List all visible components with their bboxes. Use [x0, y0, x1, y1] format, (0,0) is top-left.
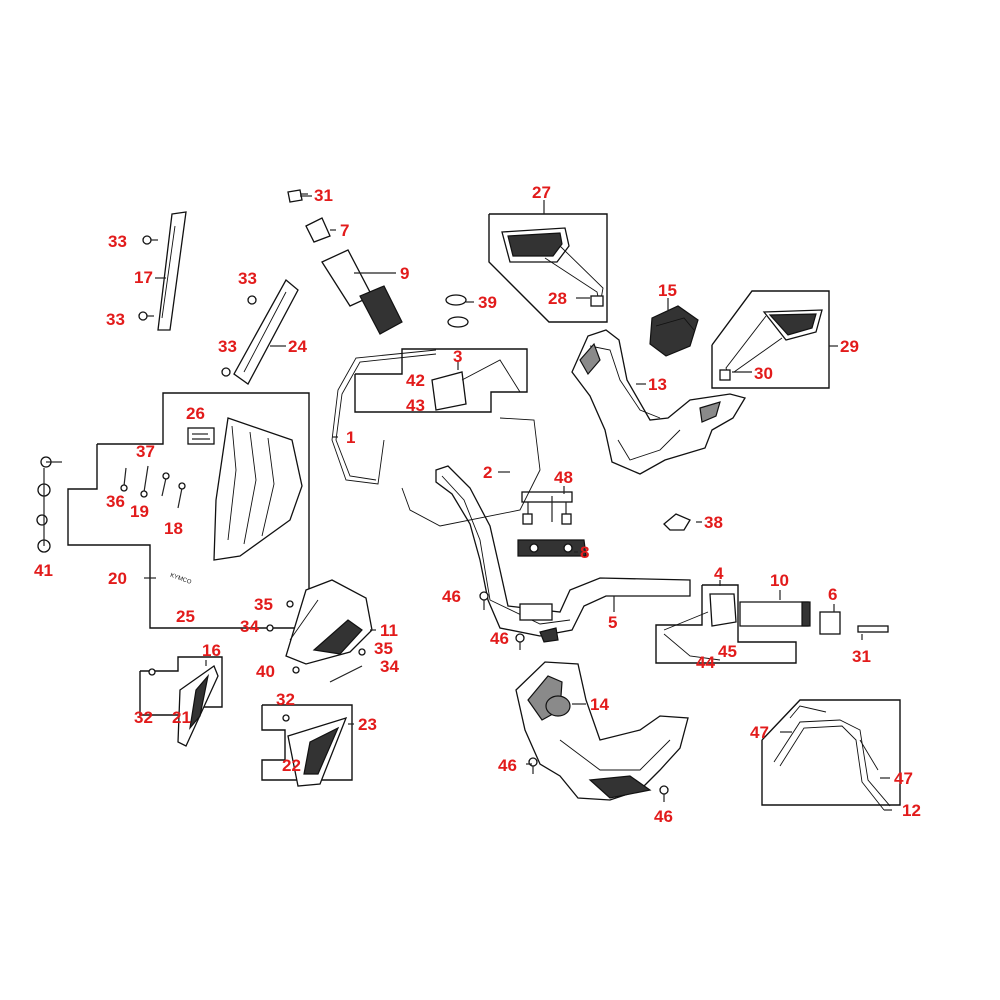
- label-part-39: 39: [478, 293, 497, 312]
- assembly-outline-29: [711, 290, 830, 389]
- label-part-21: 21: [172, 708, 191, 727]
- assembly-outline-3: [354, 348, 528, 413]
- assembly-outline-27: [488, 213, 608, 323]
- handlebar-tube: [435, 465, 691, 643]
- right-mirror: [719, 309, 823, 381]
- label-part-7: 7: [340, 221, 349, 240]
- label-part-46-a: 46: [442, 587, 461, 606]
- label-part-18: 18: [164, 519, 183, 538]
- part-labels: 1 2 3 4 5 6 7 8 9 10 11 12 13 14 15 16 1…: [34, 183, 921, 826]
- label-part-27: 27: [532, 183, 551, 202]
- side-trim-17: [157, 211, 187, 331]
- screws-36-37-18-19: [120, 465, 186, 509]
- label-part-47-left: 47: [750, 723, 769, 742]
- label-part-40: 40: [256, 662, 275, 681]
- label-part-2: 2: [483, 463, 492, 482]
- front-upper-cover: [571, 329, 747, 475]
- right-grip-parts: [739, 601, 889, 635]
- label-part-37: 37: [136, 442, 155, 461]
- label-part-6: 6: [828, 585, 837, 604]
- right-switch: [663, 593, 737, 661]
- label-part-25: 25: [176, 607, 195, 626]
- bottom-brace: [773, 705, 891, 811]
- label-part-47-right: 47: [894, 769, 913, 788]
- trim-strip-22: [287, 716, 348, 787]
- windscreen-logo: KYMCO: [169, 573, 192, 586]
- label-part-3: 3: [453, 347, 462, 366]
- label-part-43: 43: [406, 396, 425, 415]
- label-part-8: 8: [580, 543, 589, 562]
- label-part-33-c: 33: [238, 269, 257, 288]
- label-part-5: 5: [608, 613, 617, 632]
- label-part-32-left: 32: [134, 708, 153, 727]
- label-part-26: 26: [186, 404, 205, 423]
- label-part-24: 24: [288, 337, 307, 356]
- label-part-36: 36: [106, 492, 125, 511]
- label-part-33-b: 33: [106, 310, 125, 329]
- left-mirror: [501, 227, 604, 307]
- label-part-13: 13: [648, 375, 667, 394]
- label-part-38: 38: [704, 513, 723, 532]
- inner-cover: [285, 579, 373, 665]
- trim-strip-21: [177, 664, 219, 747]
- label-part-14: 14: [590, 695, 609, 714]
- label-part-29: 29: [840, 337, 859, 356]
- label-part-34-left: 34: [240, 617, 259, 636]
- assembly-outline-20: [67, 392, 310, 629]
- label-part-35-left: 35: [254, 595, 273, 614]
- label-part-46-d: 46: [654, 807, 673, 826]
- label-part-11: 11: [380, 621, 398, 640]
- label-part-19: 19: [130, 502, 149, 521]
- leader-lines: [144, 193, 892, 811]
- label-part-30: 30: [754, 364, 773, 383]
- label-part-34-right: 34: [380, 657, 399, 676]
- label-part-22: 22: [282, 756, 301, 775]
- label-part-46-c: 46: [498, 756, 517, 775]
- center-cap: [649, 305, 699, 357]
- assembly-outline-23: [261, 704, 353, 781]
- label-part-16: 16: [202, 641, 221, 660]
- label-part-46-b: 46: [490, 629, 509, 648]
- label-part-33-d: 33: [218, 337, 237, 356]
- label-part-28: 28: [548, 289, 567, 308]
- label-part-35-right: 35: [374, 639, 393, 658]
- label-part-20: 20: [108, 569, 127, 588]
- assembly-outline-12: [761, 699, 901, 806]
- bolts-41: [36, 456, 62, 553]
- label-part-48: 48: [554, 468, 573, 487]
- label-part-23: 23: [358, 715, 377, 734]
- screws-misc: [138, 235, 366, 722]
- sticker: [187, 427, 215, 445]
- label-part-15: 15: [658, 281, 677, 300]
- screws-46: [479, 591, 669, 802]
- label-part-12: 12: [902, 801, 921, 820]
- label-part-9: 9: [400, 264, 409, 283]
- label-part-4: 4: [714, 564, 724, 583]
- label-part-10: 10: [770, 571, 789, 590]
- handlebar-clamp: [517, 491, 587, 557]
- front-lower-cover: [515, 661, 689, 801]
- label-part-1: 1: [346, 428, 355, 447]
- assembly-outline-4: [655, 584, 797, 664]
- label-part-31-top: 31: [314, 186, 333, 205]
- side-trim-24: [233, 278, 299, 385]
- throttle-grip-parts: [287, 189, 403, 335]
- label-part-32-right: 32: [276, 690, 295, 709]
- assembly-outline-16: [139, 656, 223, 716]
- cables: [331, 349, 541, 527]
- label-part-33-a: 33: [108, 232, 127, 251]
- label-part-45: 45: [718, 642, 737, 661]
- label-part-17: 17: [134, 268, 153, 287]
- label-part-41: 41: [34, 561, 53, 580]
- clip: [663, 513, 691, 531]
- label-part-31-right: 31: [852, 647, 871, 666]
- label-part-44: 44: [696, 653, 715, 672]
- label-part-42: 42: [406, 371, 425, 390]
- left-switch: [431, 359, 521, 411]
- cable-clip: [445, 294, 469, 328]
